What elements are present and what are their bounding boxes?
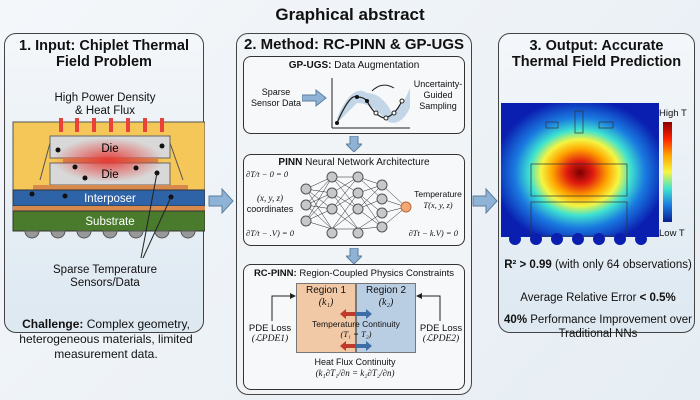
label-line: Guided <box>423 90 453 100</box>
heat-flux-continuity: Heat Flux Continuity(k₁∂T₁/∂n = k₂∂T₂/∂n… <box>244 357 466 379</box>
interposer-label: Interposer <box>84 193 136 205</box>
region2-label: Region 2(k₂) <box>356 285 416 309</box>
substrate-label: Substrate <box>85 216 134 228</box>
arrow-right-icon <box>208 188 234 214</box>
pinn-title-rest: Neural Network Architecture <box>302 157 430 168</box>
chiplet-package-diagram: Die Die Interposer Substrate <box>12 118 205 259</box>
gpugs-title: GP-UGS: Data Augmentation <box>244 60 464 71</box>
label-line: Heat Flux Continuity <box>314 357 396 367</box>
label-line: (ℒPDE2) <box>422 334 460 344</box>
label-line: Sampling <box>419 101 457 111</box>
pinn-box: PINN Neural Network Architecture ∂T/t − … <box>243 154 465 246</box>
boundary-condition-top: ∂T/t − 0 = 0 <box>246 169 289 179</box>
input-coordinates: (x, y, z)coordinates <box>246 193 294 215</box>
thermal-field-heatmap <box>501 103 659 245</box>
output-panel-title: 3. Output: Accurate Thermal Field Predic… <box>499 38 694 70</box>
pinn-title-bold: PINN <box>278 157 303 168</box>
r2-metric: R² > 0.99 (with only 64 observations) <box>503 258 693 272</box>
input-panel: 1. Input: Chiplet Thermal Field Problem … <box>4 33 205 361</box>
label-line: T(x, y, z) <box>423 200 453 210</box>
method-panel: 2. Method: RC-PINN & GP-UGS GP-UGS: Data… <box>236 33 472 395</box>
label-line: Region 1 <box>305 285 347 296</box>
label-line: Temperature <box>414 189 462 199</box>
colorbar-high-label: High T <box>659 108 687 119</box>
sensor-label: Sparse Temperature Sensors/Data <box>5 264 205 290</box>
colorbar-low-label: Low T <box>659 228 685 239</box>
rcpinn-title-rest: Region-Coupled Physics Constraints <box>296 268 455 279</box>
title-line: Field Problem <box>56 54 152 70</box>
label-line: PDE Loss <box>419 323 463 334</box>
challenge-text: Challenge: Complex geometry, heterogeneo… <box>11 317 201 362</box>
r2-value: R² > 0.99 <box>504 259 552 271</box>
performance-metric: 40% Performance Improvement over Traditi… <box>503 313 693 341</box>
label-line: (ℒPDE1) <box>251 334 289 344</box>
die-bottom-label: Die <box>101 169 118 181</box>
label-line: PDE Loss <box>248 323 292 334</box>
heat-label-line: & Heat Flux <box>74 105 136 117</box>
region1-label: Region 1(k₁) <box>296 285 356 309</box>
label-line: (T₁ = T₂) <box>340 329 372 339</box>
label-line: (k₁∂T₁/∂n = k₂∂T₂/∂n) <box>315 368 395 378</box>
rcpinn-title: RC-PINN: Region-Coupled Physics Constrai… <box>244 268 464 279</box>
title-line: 3. Output: Accurate <box>529 38 664 54</box>
label-line: coordinates <box>246 204 294 214</box>
heat-label-line: High Power Density <box>54 92 156 104</box>
method-panel-title: 2. Method: RC-PINN & GP-UGS <box>244 36 464 53</box>
page-title: Graphical abstract <box>275 5 425 24</box>
gpugs-title-bold: GP-UGS: <box>288 60 332 71</box>
boundary-condition-right: ∂Tt − k.V) = 0 <box>408 228 458 238</box>
rcpinn-title-bold: RC-PINN: <box>253 268 297 279</box>
temperature-continuity: Temperature Continuity(T₁ = T₂) <box>296 319 416 339</box>
error-metric: Average Relative Error < 0.5% <box>503 291 693 305</box>
performance-note: Performance Improvement over Traditional… <box>527 314 692 340</box>
label-line: (k₂) <box>378 297 394 308</box>
input-panel-title: 1. Input: Chiplet Thermal Field Problem <box>5 38 203 70</box>
arrow-down-icon <box>346 136 362 152</box>
arrow-right-icon <box>302 88 327 108</box>
sensor-label-line: Sparse Temperature <box>53 264 157 276</box>
neural-network-diagram <box>300 171 412 239</box>
label-line: (k₁) <box>318 297 334 308</box>
die-top-label: Die <box>101 143 118 155</box>
label-line: Sparse <box>261 87 291 97</box>
error-value: < 0.5% <box>639 292 676 304</box>
bidirectional-arrow-icon <box>340 341 372 351</box>
label-line: Sensor Data <box>250 98 302 108</box>
pde1-arrow-icon <box>271 293 296 321</box>
challenge-body: Complex geometry, heterogeneous material… <box>19 317 193 361</box>
title-line: Thermal Field Prediction <box>511 54 682 70</box>
arrow-down-icon <box>346 248 362 264</box>
challenge-label: Challenge: <box>22 317 84 331</box>
label-line: Temperature Continuity <box>312 319 400 329</box>
label-line: (x, y, z) <box>257 193 283 203</box>
r2-note: (with only 64 observations) <box>551 259 692 271</box>
bidirectional-arrow-icon <box>340 309 372 319</box>
output-panel: 3. Output: Accurate Thermal Field Predic… <box>498 33 695 340</box>
heat-label: High Power Density & Heat Flux <box>5 92 205 118</box>
boundary-condition-bottom: ∂T/t − .V) = 0 <box>246 228 295 238</box>
performance-value: 40% <box>504 314 528 326</box>
pde-loss-1: PDE Loss(ℒPDE1) <box>244 323 296 345</box>
title-line: 1. Input: Chiplet Thermal <box>19 38 189 54</box>
label-line: Region 2 <box>365 285 407 296</box>
pde-loss-2: PDE Loss(ℒPDE2) <box>416 323 466 345</box>
rcpinn-box: RC-PINN: Region-Coupled Physics Constrai… <box>243 264 465 390</box>
pinn-title: PINN Neural Network Architecture <box>244 157 464 168</box>
swap-arrow-icon <box>371 84 395 92</box>
pde2-arrow-icon <box>416 293 441 321</box>
arrow-right-icon <box>472 188 498 214</box>
label-line: Uncertainty- <box>413 79 463 89</box>
error-label: Average Relative Error <box>520 292 640 304</box>
gp-regression-plot <box>302 78 410 129</box>
gpugs-title-rest: Data Augmentation <box>331 60 420 71</box>
colorbar <box>663 122 672 222</box>
sensor-label-line: Sensors/Data <box>70 277 140 289</box>
